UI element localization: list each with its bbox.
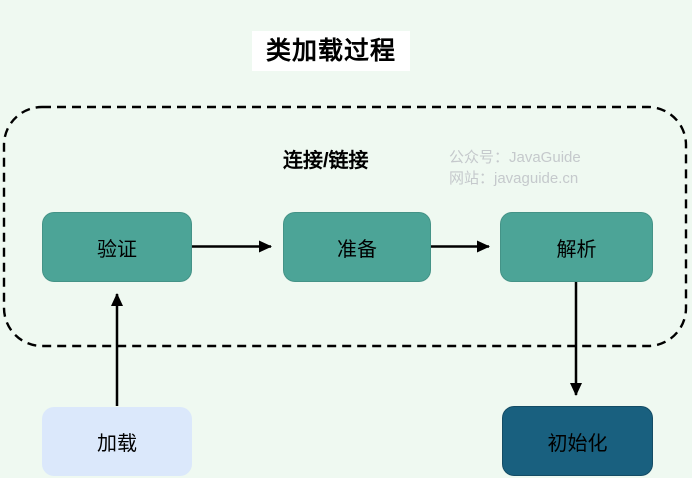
node-resolve: 解析 <box>500 212 653 282</box>
node-verify-label: 验证 <box>97 238 137 261</box>
node-init: 初始化 <box>502 406 653 476</box>
node-load: 加载 <box>42 407 192 476</box>
watermark: 公众号：JavaGuide 网站：javaguide.cn <box>449 147 581 189</box>
linking-phase-label: 连接/链接 <box>283 150 369 172</box>
node-init-label: 初始化 <box>547 432 608 455</box>
watermark-website: 网站：javaguide.cn <box>449 170 579 187</box>
node-load-label: 加载 <box>97 433 137 455</box>
watermark-wechat: 公众号：JavaGuide <box>449 149 581 166</box>
node-prepare: 准备 <box>283 212 431 282</box>
diagram-title: 类加载过程 <box>252 31 410 71</box>
node-resolve-label: 解析 <box>556 238 597 261</box>
node-verify: 验证 <box>42 212 192 282</box>
node-prepare-label: 准备 <box>337 238 377 261</box>
